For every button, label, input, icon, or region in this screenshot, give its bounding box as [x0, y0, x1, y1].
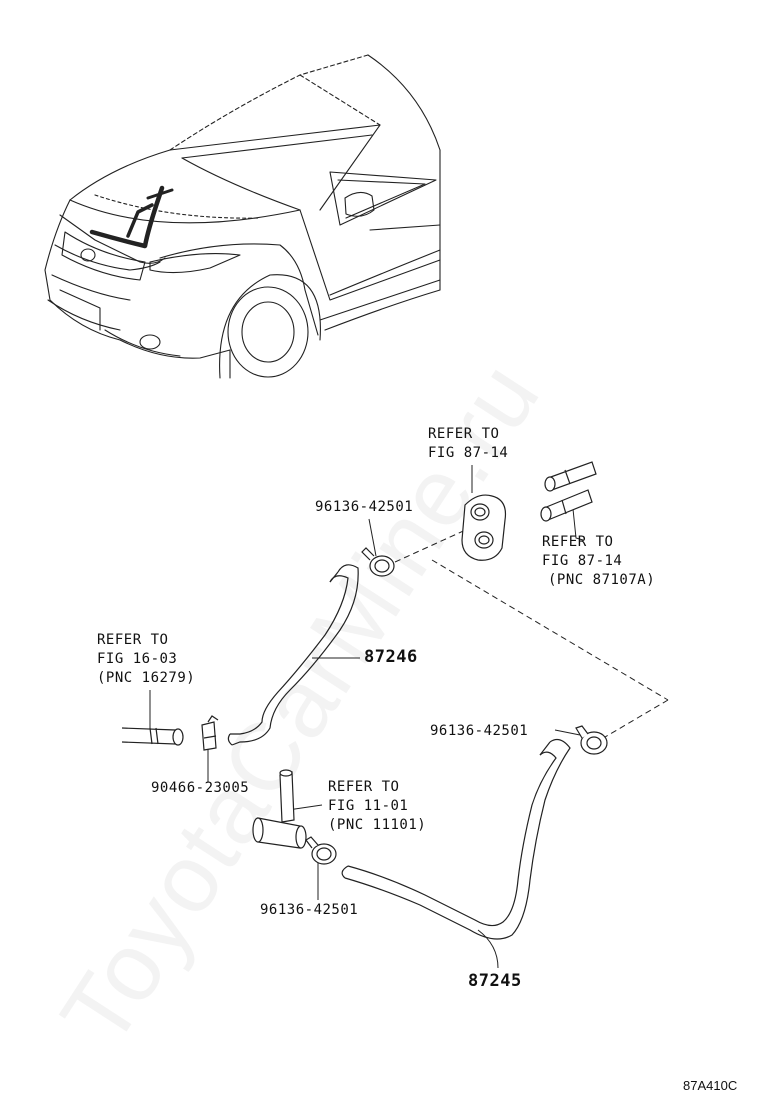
ref-engine-fitting-line2: FIG 11-01 [328, 798, 409, 814]
clip-90466 [201, 715, 219, 751]
ref-engine-fitting-line1: REFER TO [328, 779, 400, 795]
washer-pipes [540, 461, 597, 522]
ref-left-pipe-line3: (PNC 16279) [97, 670, 196, 686]
ref-grommet-line1: REFER TO [428, 426, 500, 442]
ref-left-pipe: REFER TO FIG 16-03 (PNC 16279) [97, 631, 195, 688]
engine-fitting [252, 769, 307, 849]
part-clamp-top: 96136-42501 [315, 499, 414, 515]
part-clip: 90466-23005 [151, 780, 250, 796]
hose-87245 [341, 738, 571, 940]
left-pipe [121, 727, 184, 746]
diagram-code: 87A410C [683, 1078, 738, 1093]
ref-grommet-line2: FIG 87-14 [428, 445, 509, 461]
ref-grommet: REFER TO FIG 87-14 [428, 425, 508, 463]
ref-pipes-line2: FIG 87-14 [542, 553, 623, 569]
car-illustration [44, 54, 441, 379]
assembly-lines [394, 527, 669, 741]
part-hose-lower: 87245 [468, 971, 522, 991]
ref-pipes-line1: REFER TO [542, 534, 614, 550]
part-clamp-mid: 96136-42501 [430, 723, 529, 739]
grommet [461, 494, 507, 561]
clamp-top [361, 547, 395, 577]
clamp-mid [575, 725, 608, 755]
hose-87246 [227, 564, 359, 746]
ref-engine-fitting-line3: (PNC 11101) [328, 817, 427, 833]
ref-pipes-line3: (PNC 87107A) [548, 572, 656, 588]
leader-lines [149, 465, 584, 969]
part-clamp-bottom: 96136-42501 [260, 902, 359, 918]
ref-engine-fitting: REFER TO FIG 11-01 (PNC 11101) [328, 778, 426, 835]
clamp-bottom [305, 836, 337, 865]
ref-left-pipe-line1: REFER TO [97, 632, 169, 648]
ref-pipes: REFER TO FIG 87-14 (PNC 87107A) [542, 533, 655, 590]
ref-left-pipe-line2: FIG 16-03 [97, 651, 178, 667]
part-hose-upper: 87246 [364, 647, 418, 667]
